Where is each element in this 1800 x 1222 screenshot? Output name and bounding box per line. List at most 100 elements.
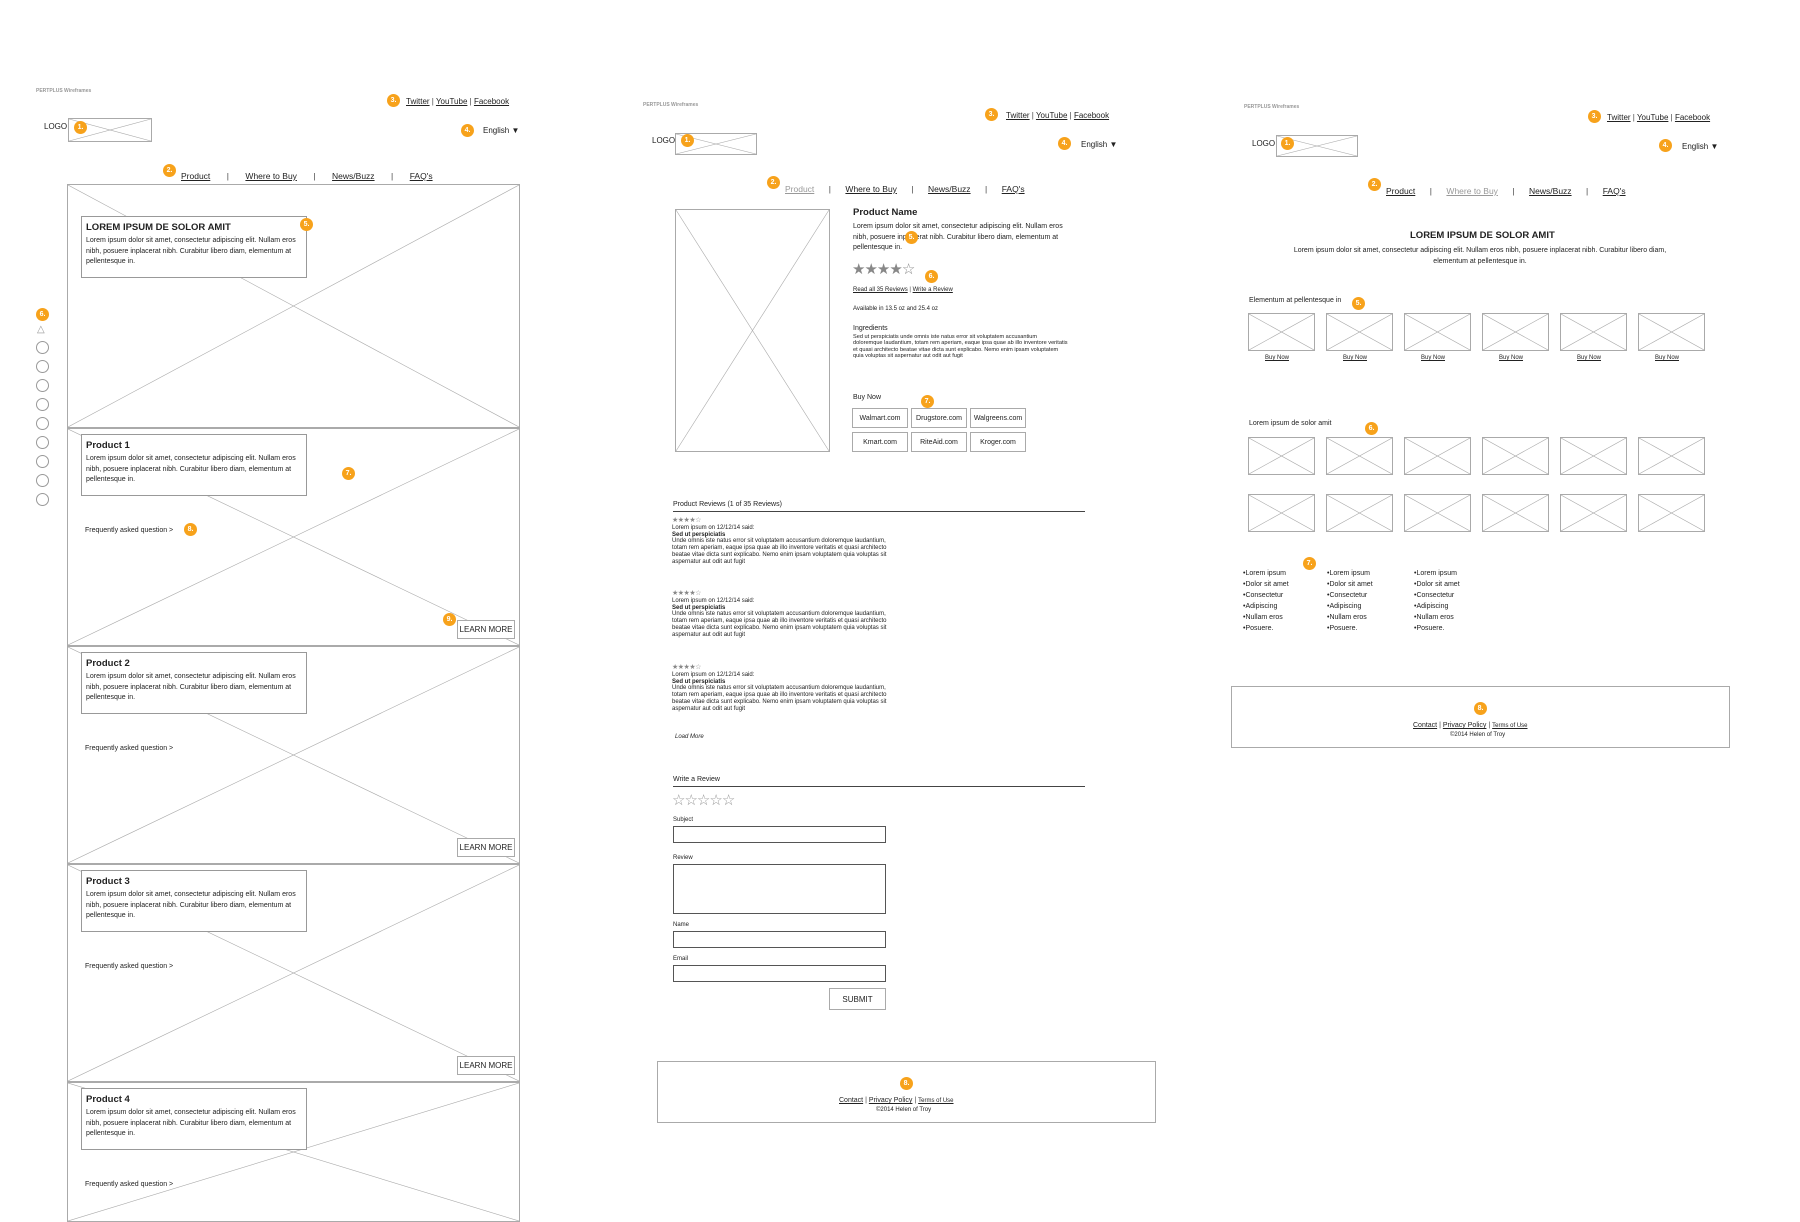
logo-placeholder[interactable] <box>1276 135 1358 157</box>
grid-thumbnail[interactable] <box>1248 437 1315 475</box>
retailer-walgreens-button[interactable]: Walgreens.com <box>970 408 1026 428</box>
carousel-dot[interactable] <box>36 398 49 411</box>
nav-faqs[interactable]: FAQ's <box>1001 184 1025 194</box>
nav-where-to-buy[interactable]: Where to Buy <box>245 171 297 181</box>
twitter-link[interactable]: Twitter <box>406 97 430 106</box>
carousel-dot[interactable] <box>36 455 49 468</box>
grid-thumbnail[interactable] <box>1248 494 1315 532</box>
star-empty-icon[interactable]: ☆ <box>709 792 722 809</box>
buy-now-link[interactable]: Buy Now <box>1265 355 1290 361</box>
load-more-link[interactable]: Load More <box>675 734 704 740</box>
star-empty-icon[interactable]: ☆ <box>721 792 735 809</box>
product-thumbnail[interactable] <box>1326 313 1393 351</box>
star-empty-icon[interactable]: ☆ <box>672 792 685 809</box>
retailer-kmart-button[interactable]: Kmart.com <box>852 432 908 452</box>
carousel-dot[interactable] <box>36 360 49 373</box>
facebook-link[interactable]: Facebook <box>1674 113 1711 122</box>
list-item[interactable]: Consectetur <box>1243 590 1289 601</box>
facebook-link[interactable]: Facebook <box>473 97 510 106</box>
star-empty-icon[interactable]: ☆ <box>696 792 710 809</box>
logo-placeholder[interactable] <box>675 133 757 155</box>
retailer-walmart-button[interactable]: Walmart.com <box>852 408 908 428</box>
faq-link[interactable]: Frequently asked question > <box>85 1181 174 1188</box>
nav-product[interactable]: Product <box>785 184 815 194</box>
product-thumbnail[interactable] <box>1638 313 1705 351</box>
grid-thumbnail[interactable] <box>1482 437 1549 475</box>
faq-link[interactable]: Frequently asked question > <box>85 745 174 752</box>
write-review-link[interactable]: Write a Review <box>912 287 953 293</box>
list-item[interactable]: Nullam eros <box>1327 612 1373 623</box>
buy-now-link[interactable]: Buy Now <box>1499 355 1524 361</box>
youtube-link[interactable]: YouTube <box>1636 113 1669 122</box>
learn-more-button[interactable]: LEARN MORE <box>457 620 515 639</box>
grid-thumbnail[interactable] <box>1326 494 1393 532</box>
learn-more-button[interactable]: LEARN MORE <box>457 1056 515 1075</box>
learn-more-button[interactable]: LEARN MORE <box>457 838 515 857</box>
twitter-link[interactable]: Twitter <box>1607 113 1631 122</box>
rating-input[interactable]: ☆☆☆☆☆ <box>672 791 735 809</box>
list-item[interactable]: Adipiscing <box>1243 601 1289 612</box>
star-empty-icon[interactable]: ☆ <box>684 792 697 809</box>
list-item[interactable]: Lorem ipsum <box>1327 568 1373 579</box>
list-item[interactable]: Lorem ipsum <box>1243 568 1289 579</box>
list-item[interactable]: Adipiscing <box>1414 601 1460 612</box>
list-item[interactable]: Consectetur <box>1327 590 1373 601</box>
facebook-link[interactable]: Facebook <box>1073 111 1110 120</box>
list-item[interactable]: Posuere. <box>1414 623 1460 634</box>
privacy-policy-link[interactable]: Privacy Policy <box>1442 722 1487 729</box>
subject-input[interactable] <box>673 826 886 843</box>
carousel-up-icon[interactable]: △ <box>37 324 45 335</box>
carousel-dot[interactable] <box>36 379 49 392</box>
list-item[interactable]: Dolor sit amet <box>1243 579 1288 590</box>
language-selector[interactable]: English ▼ <box>1081 140 1117 149</box>
terms-of-use-link[interactable]: Terms of Use <box>1492 723 1528 729</box>
nav-where-to-buy[interactable]: Where to Buy <box>1446 186 1498 196</box>
grid-thumbnail[interactable] <box>1560 437 1627 475</box>
grid-thumbnail[interactable] <box>1404 437 1471 475</box>
buy-now-link[interactable]: Buy Now <box>1343 355 1368 361</box>
buy-now-link[interactable]: Buy Now <box>1421 355 1446 361</box>
retailer-drugstore-button[interactable]: Drugstore.com <box>911 408 967 428</box>
list-item[interactable]: Consectetur <box>1414 590 1460 601</box>
twitter-link[interactable]: Twitter <box>1006 111 1030 120</box>
list-item[interactable]: Nullam eros <box>1414 612 1460 623</box>
nav-news-buzz[interactable]: News/Buzz <box>928 184 971 194</box>
product-thumbnail[interactable] <box>1404 313 1471 351</box>
buy-now-link[interactable]: Buy Now <box>1577 355 1602 361</box>
list-item[interactable]: Posuere. <box>1327 623 1373 634</box>
nav-product[interactable]: Product <box>1386 186 1416 196</box>
terms-of-use-link[interactable]: Terms of Use <box>918 1098 954 1104</box>
list-item[interactable]: Nullam eros <box>1243 612 1289 623</box>
grid-thumbnail[interactable] <box>1560 494 1627 532</box>
contact-link[interactable]: Contact <box>839 1097 864 1104</box>
product-thumbnail[interactable] <box>1248 313 1315 351</box>
contact-link[interactable]: Contact <box>1413 722 1438 729</box>
buy-now-link[interactable]: Buy Now <box>1655 355 1680 361</box>
faq-link[interactable]: Frequently asked question > <box>85 963 174 970</box>
name-input[interactable] <box>673 931 886 948</box>
carousel-dot[interactable] <box>36 493 49 506</box>
grid-thumbnail[interactable] <box>1638 494 1705 532</box>
language-selector[interactable]: English ▼ <box>483 126 519 135</box>
nav-faqs[interactable]: FAQ's <box>409 171 433 181</box>
nav-product[interactable]: Product <box>181 171 211 181</box>
carousel-dot[interactable] <box>36 417 49 430</box>
retailer-kroger-button[interactable]: Kroger.com <box>970 432 1026 452</box>
carousel-dot[interactable] <box>36 474 49 487</box>
nav-faqs[interactable]: FAQ's <box>1602 186 1626 196</box>
product-thumbnail[interactable] <box>1560 313 1627 351</box>
retailer-riteaid-button[interactable]: RiteAid.com <box>911 432 967 452</box>
grid-thumbnail[interactable] <box>1638 437 1705 475</box>
grid-thumbnail[interactable] <box>1404 494 1471 532</box>
youtube-link[interactable]: YouTube <box>435 97 468 106</box>
email-input[interactable] <box>673 965 886 982</box>
review-textarea[interactable] <box>673 864 886 914</box>
nav-news-buzz[interactable]: News/Buzz <box>332 171 375 181</box>
list-item[interactable]: Posuere. <box>1243 623 1289 634</box>
language-selector[interactable]: English ▼ <box>1682 142 1718 151</box>
youtube-link[interactable]: YouTube <box>1035 111 1068 120</box>
nav-where-to-buy[interactable]: Where to Buy <box>845 184 897 194</box>
faq-link[interactable]: Frequently asked question > <box>85 527 174 534</box>
read-reviews-link[interactable]: Read all 35 Reviews <box>853 287 908 293</box>
list-item[interactable]: Lorem ipsum <box>1414 568 1460 579</box>
